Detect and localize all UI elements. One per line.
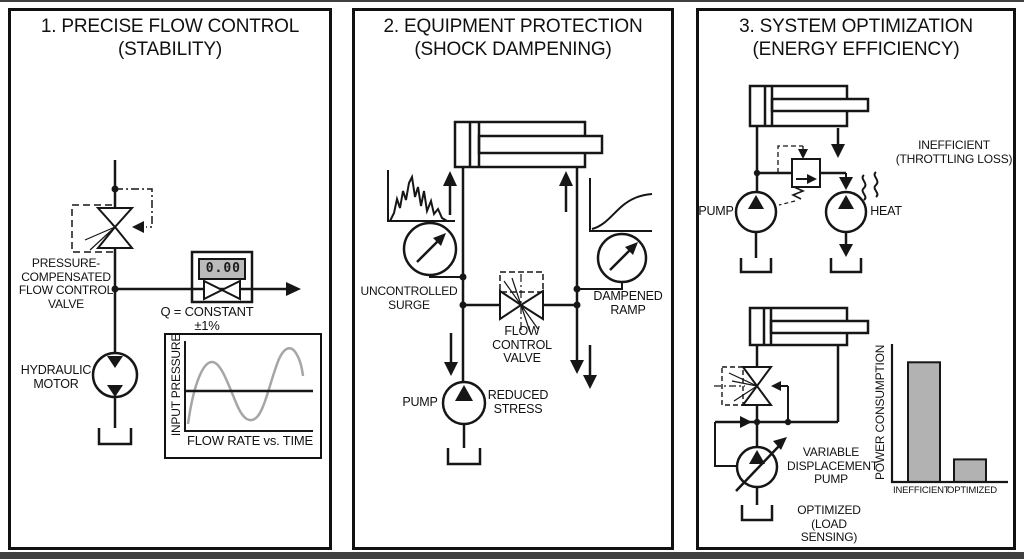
dampened-ramp-label: DAMPENED RAMP	[593, 289, 663, 317]
pressure-compensated-flow-control-valve-symbol	[71, 160, 153, 253]
variable-displacement-pump-label: VARIABLE DISPLACEMENT PUMP	[787, 445, 878, 486]
spring-icon	[791, 186, 806, 200]
hydraulic-motor-symbol	[91, 351, 139, 446]
optimized-label: OPTIMIZED (LOAD SENSING)	[797, 503, 861, 544]
panel-precise-flow-control	[8, 8, 332, 550]
bar-tick-inefficient: INEFFICIENT	[893, 485, 950, 496]
pressure-gauge-left	[402, 221, 463, 278]
ramp-sparkline	[589, 178, 653, 232]
variable-displacement-pump-symbol	[735, 437, 787, 522]
bar-optimized	[953, 458, 987, 484]
valve-label: PRESSURE- COMPENSATED FLOW CONTROL VALVE	[18, 256, 114, 311]
pump-label: PUMP	[698, 204, 734, 218]
bar-inefficient	[907, 361, 941, 483]
panel2-title: 2. EQUIPMENT PROTECTION (SHOCK DAMPENING…	[383, 16, 643, 60]
up-flow-arrows	[443, 171, 573, 215]
panel1-title: 1. PRECISE FLOW CONTROL (STABILITY)	[40, 16, 300, 60]
inefficient-label: INEFFICIENT (THROTTLING LOSS)	[895, 138, 1013, 166]
relief-valve-symbol	[777, 145, 821, 206]
bottom-edge-band	[0, 552, 1024, 559]
flow-constant-label: Q = CONSTANT ±1%	[160, 304, 254, 333]
top-edge-band	[0, 0, 1024, 2]
inset-xlabel: FLOW RATE vs. TIME	[187, 433, 313, 448]
load-sensing-flow-control-valve-symbol	[714, 366, 789, 422]
flow-direction-arrow-icon	[740, 416, 752, 428]
pump-label: PUMP	[402, 395, 438, 409]
down-flow-arrows	[444, 333, 597, 389]
bar-chart	[890, 344, 1008, 484]
tank-symbol	[829, 258, 863, 274]
pump-symbol-top	[734, 190, 778, 274]
pump-symbol	[441, 380, 487, 466]
reduced-stress-label: REDUCED STRESS	[487, 388, 549, 416]
surge-sparkline	[387, 170, 455, 222]
bar-chart-ylabel: POWER CONSUMPTION	[873, 344, 887, 480]
panel3-title: 3. SYSTEM OPTIMIZATION (ENERGY EFFICIENC…	[739, 16, 973, 60]
lcd-display	[198, 258, 246, 280]
hydraulic-motor-label: HYDRAULIC MOTOR	[20, 363, 92, 391]
flow-meter	[111, 250, 301, 304]
inset-ylabel: INPUT PRESSURE	[169, 333, 183, 437]
tank-symbol	[446, 448, 482, 466]
tank-symbol	[97, 428, 133, 446]
load-sensing-feedback-line	[714, 422, 737, 467]
heat-waves-icon	[873, 171, 879, 198]
lcd-reading: 0.00	[205, 261, 241, 276]
cylinder-symbol	[453, 120, 604, 169]
heat-label: HEAT	[870, 204, 902, 218]
oscillating-pressure-curve	[186, 347, 305, 425]
pressure-gauge-right	[577, 232, 648, 290]
cylinder-symbol-bottom	[748, 306, 870, 347]
bar-chart-axes	[890, 344, 1008, 484]
bar-tick-optimized: OPTIMIZED	[947, 485, 997, 496]
heat-symbol	[824, 171, 879, 274]
tank-symbol	[739, 258, 773, 274]
uncontrolled-surge-label: UNCONTROLLED SURGE	[360, 284, 458, 312]
flow-control-valve-symbol	[463, 271, 577, 333]
inset-chart	[164, 333, 322, 459]
flow-direction-arrow-icon	[286, 282, 301, 296]
flow-control-valve-label: FLOW CONTROL VALVE	[492, 324, 552, 365]
heat-waves-icon	[861, 174, 867, 201]
throttle-loss-down-arrow	[831, 128, 845, 158]
tank-symbol	[740, 505, 774, 522]
cylinder-symbol-top	[748, 84, 870, 128]
